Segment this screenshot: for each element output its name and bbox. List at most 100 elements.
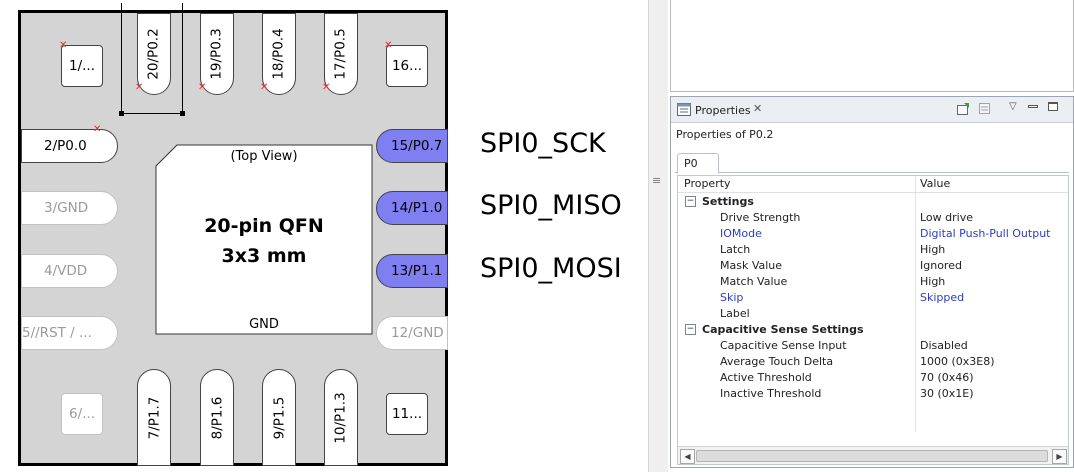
pin-19[interactable]: 19/P0.3: [200, 13, 234, 95]
property-value[interactable]: 30 (0x1E): [920, 387, 974, 400]
pin-label: 16...: [391, 58, 423, 74]
pin-3[interactable]: 3/GND: [21, 191, 118, 225]
unconnected-x-icon: ✕: [198, 82, 207, 93]
pin-4[interactable]: 4/VDD: [21, 254, 118, 288]
unconnected-x-icon: ✕: [322, 82, 331, 93]
scroll-thumb[interactable]: [696, 450, 1048, 462]
unconnected-x-icon: ✕: [59, 40, 68, 51]
selection-handle-left[interactable]: [119, 111, 124, 116]
pin-11[interactable]: 11...: [386, 393, 428, 435]
qfn-chip-diagram: 1/... 16... 6/... 11... 20/P0.2 19/P0.3 …: [18, 3, 448, 466]
property-value[interactable]: 1000 (0x3E8): [920, 355, 995, 368]
unconnected-x-icon: ✕: [135, 82, 144, 93]
collapse-icon[interactable]: −: [685, 196, 696, 207]
maximize-icon[interactable]: [1048, 102, 1058, 111]
pin-9[interactable]: 9/P1.5: [262, 369, 296, 466]
group-label: Settings: [702, 195, 754, 208]
splitter-bar[interactable]: [648, 0, 668, 472]
property-value[interactable]: Ignored: [920, 259, 962, 272]
property-value[interactable]: Low drive: [920, 211, 973, 224]
column-header-property[interactable]: Property: [684, 177, 731, 190]
pin-13[interactable]: 13/P1.1: [376, 254, 448, 288]
property-value[interactable]: 70 (0x46): [920, 371, 974, 384]
pin-14[interactable]: 14/P1.0: [376, 191, 448, 225]
pin-label: 11...: [391, 406, 423, 422]
table-row[interactable]: IOMode Digital Push-Pull Output: [678, 226, 1068, 242]
splitter-grip-icon[interactable]: ≡: [652, 174, 662, 187]
unconnected-x-icon: ✕: [93, 124, 102, 135]
property-value[interactable]: High: [920, 275, 946, 288]
column-divider[interactable]: [915, 176, 916, 432]
group-row-capacitive-sense[interactable]: − Capacitive Sense Settings: [678, 322, 1068, 338]
property-name: Active Threshold: [720, 371, 812, 384]
properties-tab-title[interactable]: Properties: [695, 104, 751, 117]
selection-line-left: [121, 3, 122, 114]
pin-7[interactable]: 7/P1.7: [137, 369, 171, 466]
pin-18[interactable]: 18/P0.4: [262, 13, 296, 95]
properties-view-icon: [677, 103, 691, 116]
pin-6[interactable]: 6/...: [61, 393, 103, 435]
table-row[interactable]: Capacitive Sense Input Disabled: [678, 338, 1068, 354]
pin-view-icon[interactable]: [957, 103, 970, 115]
pin-label: 19/P0.3: [209, 28, 225, 80]
selection-handle-right[interactable]: [180, 111, 185, 116]
property-name: Inactive Threshold: [720, 387, 822, 400]
scroll-right-icon[interactable]: ▶: [1052, 449, 1067, 464]
signal-label-spi0-mosi: SPI0_MOSI: [480, 253, 622, 284]
property-name: Capacitive Sense Input: [720, 339, 847, 352]
package-size: 3x3 mm: [221, 245, 307, 267]
pin-label: 1/...: [68, 58, 95, 74]
pin-label: 9/P1.5: [271, 396, 287, 439]
collapse-icon[interactable]: −: [685, 324, 696, 335]
property-name: IOMode: [720, 227, 762, 240]
pin-1[interactable]: 1/...: [61, 45, 103, 87]
show-advanced-icon[interactable]: [979, 103, 992, 115]
pin-label: 7/P1.7: [146, 396, 162, 439]
scroll-left-icon[interactable]: ◀: [680, 449, 695, 464]
pin-17[interactable]: 17/P0.5: [324, 13, 358, 95]
table-row[interactable]: Match Value High: [678, 274, 1068, 290]
table-row[interactable]: Mask Value Ignored: [678, 258, 1068, 274]
package-name: 20-pin QFN: [204, 215, 324, 237]
property-value[interactable]: High: [920, 243, 946, 256]
pin-5[interactable]: 5//RST / ...: [21, 316, 118, 350]
properties-subtitle: Properties of P0.2: [676, 128, 774, 141]
property-value[interactable]: Skipped: [920, 291, 965, 304]
property-name: Average Touch Delta: [720, 355, 834, 368]
table-row[interactable]: Skip Skipped: [678, 290, 1068, 306]
group-row-settings[interactable]: − Settings: [678, 194, 1068, 210]
minimize-icon[interactable]: [1028, 105, 1038, 108]
property-value[interactable]: Digital Push-Pull Output: [920, 227, 1051, 240]
view-menu-chevron-down-icon[interactable]: ▽: [1009, 101, 1017, 112]
column-header-value[interactable]: Value: [920, 177, 951, 190]
property-name: Mask Value: [720, 259, 783, 272]
pin-15[interactable]: 15/P0.7: [376, 129, 448, 163]
pin-10[interactable]: 10/P1.3: [324, 369, 358, 466]
property-name: Match Value: [720, 275, 788, 288]
pin-label: 17/P0.5: [333, 28, 349, 80]
table-row[interactable]: Average Touch Delta 1000 (0x3E8): [678, 354, 1068, 370]
close-icon[interactable]: ✕: [753, 102, 763, 115]
table-row[interactable]: Drive Strength Low drive: [678, 210, 1068, 226]
tab-p0[interactable]: P0: [677, 153, 719, 174]
grid-header: Property Value: [678, 176, 1068, 193]
property-value[interactable]: Disabled: [920, 339, 968, 352]
pin-label: 5//RST / ...: [22, 325, 92, 341]
signal-label-spi0-miso: SPI0_MISO: [480, 190, 622, 221]
pin-label: 2/P0.0: [44, 138, 87, 154]
pin-label: 8/P1.6: [209, 396, 225, 439]
pin-16[interactable]: 16...: [386, 45, 428, 87]
table-row[interactable]: Active Threshold 70 (0x46): [678, 370, 1068, 386]
table-row[interactable]: Inactive Threshold 30 (0x1E): [678, 386, 1068, 402]
tab-label: P0: [684, 157, 698, 170]
table-row[interactable]: Latch High: [678, 242, 1068, 258]
pin-label: 20/P0.2: [146, 28, 162, 80]
pin-12[interactable]: 12/GND: [376, 316, 448, 350]
properties-tab-strip: P0: [675, 151, 1069, 174]
table-row[interactable]: Label: [678, 306, 1068, 322]
horizontal-scrollbar[interactable]: ◀ ▶: [678, 446, 1068, 464]
pin-label: 3/GND: [44, 200, 89, 216]
pin-20[interactable]: 20/P0.2: [137, 13, 171, 95]
pin-2[interactable]: 2/P0.0: [21, 129, 118, 163]
pin-8[interactable]: 8/P1.6: [200, 369, 234, 466]
